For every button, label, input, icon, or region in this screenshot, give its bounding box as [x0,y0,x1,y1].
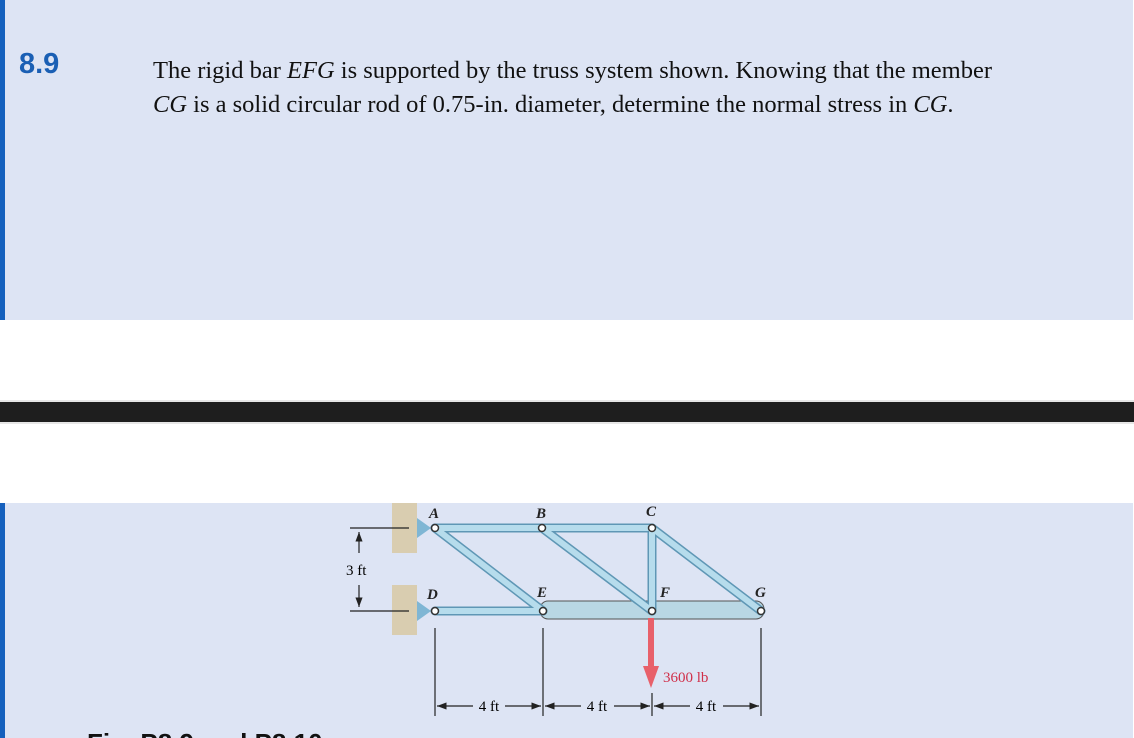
problem-panel: 8.9 The rigid bar EFG is supported by th… [0,0,1133,320]
pins [430,523,766,616]
label-a: A [428,506,439,522]
wall-support-bottom [392,585,417,635]
problem-number: 8.9 [19,48,60,80]
label-b: B [535,506,546,522]
label-d: D [426,587,438,603]
height-dimension: 3 ft [346,563,367,579]
load-label: 3600 lb [663,670,708,686]
label-e: E [536,585,547,601]
span-2: 4 ft [587,699,608,715]
load-arrow [643,666,659,688]
truss-figure: 3 ft 4 ft 4 ft 4 ft 3600 l [346,503,766,716]
figure-panel: 3 ft 4 ft 4 ft 4 ft 3600 l [0,503,1133,738]
span-1: 4 ft [479,699,500,715]
separator-bar [0,400,1134,424]
label-f: F [659,585,670,601]
problem-statement: The rigid bar EFG is supported by the tr… [153,57,993,118]
span-3: 4 ft [696,699,717,715]
label-c: C [646,504,657,520]
label-g: G [755,585,766,601]
figure-caption: Fig. P8.9 and P8.10 [87,728,323,738]
